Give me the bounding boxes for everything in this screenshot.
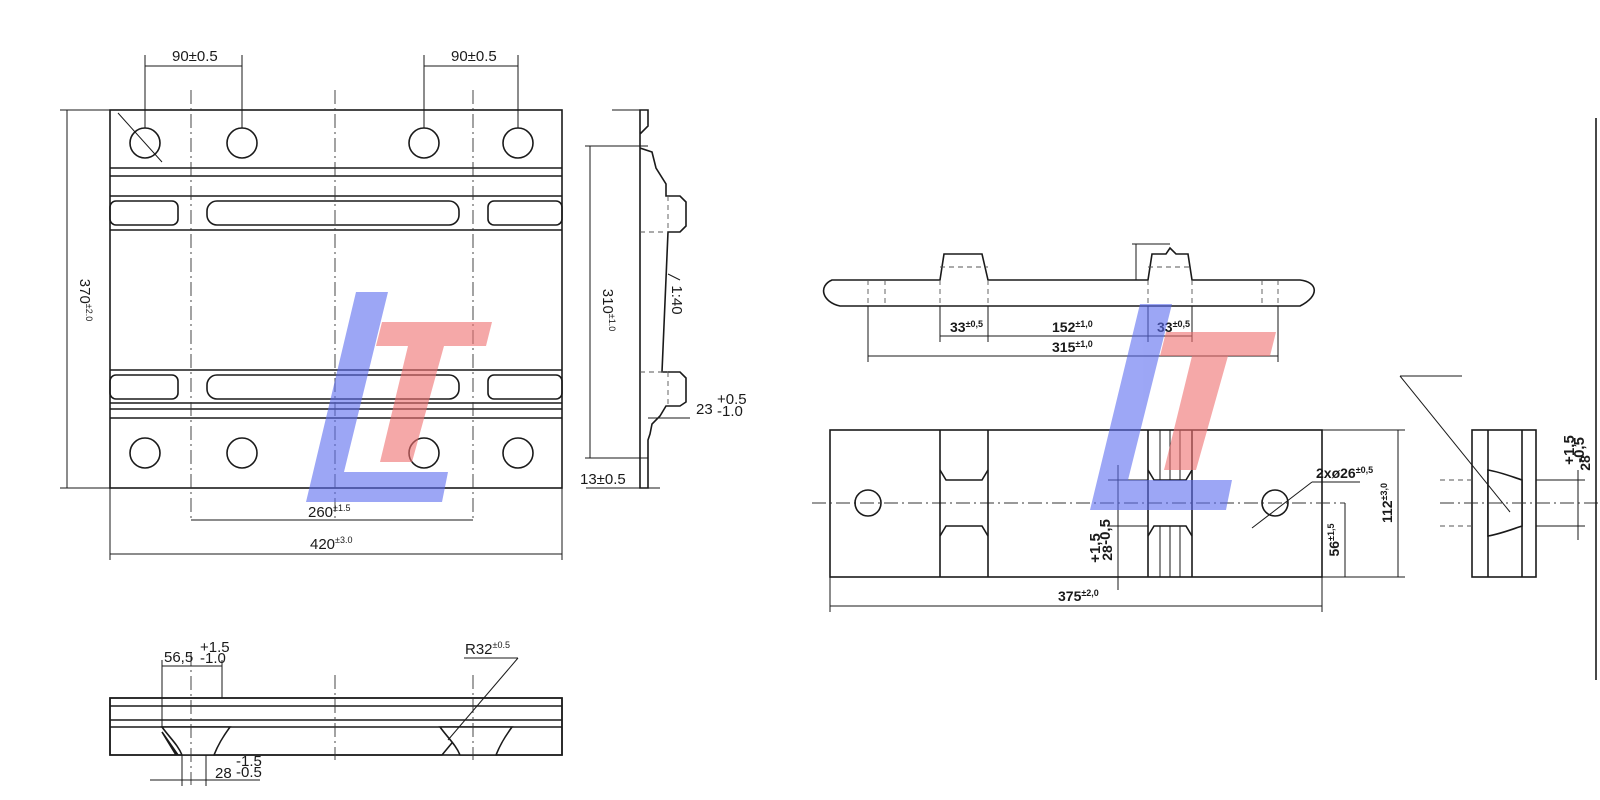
plan-view-dimensions: 90±0.5 90±0.5 370±2.0 260±1.5 420±3.0 bbox=[60, 48, 563, 560]
pad-plan-dimensions: 2xø26±0,5 112±3,0 56±1,5 28 +1,5 -0,5 37… bbox=[829, 429, 1405, 612]
dim-height-310: 310±1.0 bbox=[599, 289, 617, 331]
pad-end-section: 28 +1,5 -0,5 bbox=[1399, 118, 1600, 680]
dim-rib-23-tol-dn: -1.0 bbox=[717, 403, 743, 420]
dim-gap-28-plan: 28 bbox=[1099, 545, 1115, 561]
dim-slot-28: 28 bbox=[215, 765, 232, 782]
dim-rib-23: 23 bbox=[696, 401, 713, 418]
dim-slot-56-5: 56,5 bbox=[164, 649, 193, 666]
dim-span-315: 315±1,0 bbox=[1052, 339, 1093, 355]
dim-slot-56-5-tol-dn: -1.0 bbox=[200, 650, 226, 667]
lt-logo-watermark-left bbox=[306, 292, 492, 502]
pad-side-elevation bbox=[822, 243, 1316, 307]
lt-logo-watermark-right bbox=[1090, 304, 1276, 510]
dim-height-370: 370±2.0 bbox=[76, 279, 94, 321]
section-view-dimensions: 56,5 +1.5 -1.0 R32±0.5 28 -1.5 -0.5 bbox=[150, 639, 519, 786]
dim-gap-28-plan-tol-dn: -0,5 bbox=[1097, 519, 1114, 545]
bolt-hole bbox=[226, 127, 258, 159]
pad-hole bbox=[854, 489, 882, 517]
dim-rib-23-tol-up: +0.5 bbox=[717, 391, 747, 408]
dim-rib-33-left: 33±0,5 bbox=[950, 319, 983, 335]
side-profile-dimensions: 310±1.0 1:40 23 +0.5 -1.0 13±0.5 bbox=[580, 109, 747, 489]
pad-hole bbox=[1261, 489, 1289, 517]
bolt-hole bbox=[129, 437, 161, 469]
dim-gap-28-side-tol-dn: -0,5 bbox=[1571, 437, 1588, 463]
dim-slot-28-tol-dn: -0.5 bbox=[236, 764, 262, 781]
dim-gap-28-plan-tol-up: +1,5 bbox=[1087, 533, 1104, 563]
bolt-hole bbox=[408, 127, 440, 159]
dim-span-260: 260±1.5 bbox=[308, 503, 350, 521]
dim-length-375: 375±2,0 bbox=[1058, 588, 1099, 604]
dim-gap-28-side: 28 bbox=[1577, 455, 1593, 471]
dim-width-420: 420±3.0 bbox=[310, 535, 352, 553]
bolt-hole bbox=[502, 127, 534, 159]
bolt-hole bbox=[502, 437, 534, 469]
dim-hole-spacing-left: 90±0.5 bbox=[172, 48, 218, 65]
tie-plate-section-view bbox=[109, 652, 563, 785]
dim-radius-32: R32±0.5 bbox=[465, 640, 510, 658]
dim-slope: 1:40 bbox=[668, 285, 685, 314]
dim-span-152: 152±1,0 bbox=[1052, 319, 1093, 335]
dim-slot-56-5-tol-up: +1.5 bbox=[200, 639, 230, 656]
tie-plate-side-profile bbox=[639, 109, 687, 489]
dim-width-112: 112±3,0 bbox=[1379, 483, 1395, 523]
pad-plan-view bbox=[812, 429, 1345, 578]
bolt-hole bbox=[226, 437, 258, 469]
dim-thickness-13: 13±0.5 bbox=[580, 471, 626, 488]
dim-slot-28-tol-up: -1.5 bbox=[236, 753, 262, 770]
dim-hole-spacing-right: 90±0.5 bbox=[451, 48, 497, 65]
dim-holes-2x26: 2xø26±0,5 bbox=[1316, 465, 1373, 481]
dim-gap-28-side-tol-up: +1,5 bbox=[1561, 435, 1578, 465]
dim-half-56: 56±1,5 bbox=[1326, 523, 1342, 556]
